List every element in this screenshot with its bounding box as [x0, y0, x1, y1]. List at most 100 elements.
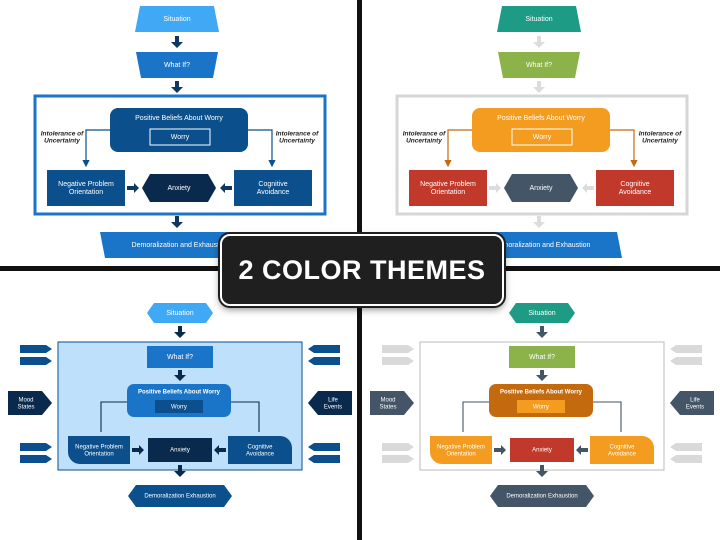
positive-beliefs-box: [472, 108, 610, 152]
input-arrow-icon: [382, 345, 414, 353]
right-arrow-icon: [132, 445, 144, 455]
input-arrow-icon: [382, 357, 414, 365]
connector: [610, 129, 638, 168]
input-arrow-icon: [20, 455, 52, 463]
connector: [82, 129, 110, 168]
connector: [100, 401, 127, 432]
left-arrow-icon: [214, 445, 226, 455]
down-arrow-icon: [536, 465, 548, 477]
what-if-label: What If?: [167, 354, 193, 361]
anxiety-box: [148, 438, 212, 462]
input-arrow-icon: [308, 443, 340, 451]
cognitive-avoidance-box: [590, 436, 654, 464]
worry-box: [517, 400, 565, 413]
down-arrow-icon: [174, 326, 186, 338]
negative-problem-box: [430, 436, 492, 464]
quadrant-bottom-right: Situation What If? Positive Beliefs Abou…: [370, 303, 714, 507]
anxiety-box: [504, 174, 578, 202]
connector: [462, 401, 489, 432]
input-arrow-icon: [670, 443, 702, 451]
demoralization-box: [128, 485, 232, 507]
down-arrow-icon: [174, 370, 186, 381]
down-arrow-icon: [533, 36, 545, 48]
color-themes-banner: 2 COLOR THEMES: [220, 234, 504, 306]
worry-label: Worry: [533, 405, 549, 411]
input-arrow-icon: [308, 345, 340, 353]
quadrant-top-right: Situation What If? Positive Beliefs Abou…: [395, 6, 689, 258]
right-arrow-icon: [494, 445, 506, 455]
positive-beliefs-label: Positive Beliefs About Worry: [497, 115, 585, 122]
situation-box: [509, 303, 575, 323]
worry-box: [155, 400, 203, 413]
input-arrow-icon: [670, 357, 702, 365]
connector: [231, 401, 260, 432]
down-arrow-icon: [171, 81, 183, 93]
negative-problem-box: [409, 170, 487, 206]
situation-box: [135, 6, 219, 32]
input-arrow-icon: [382, 455, 414, 463]
right-arrow-icon: [489, 183, 501, 193]
what-if-label: What If?: [526, 62, 552, 69]
input-arrow-icon: [308, 455, 340, 463]
cognitive-avoidance-box: [228, 436, 292, 464]
down-arrow-icon: [171, 216, 183, 228]
demoralization-label: Demoralization and Exhaustion: [494, 242, 591, 249]
what-if-box: [136, 52, 218, 78]
quadrant-bottom-left: Situation What If? Positive Beliefs Abou…: [8, 303, 352, 507]
anxiety-label: Anxiety: [532, 448, 552, 454]
anxiety-label: Anxiety: [168, 185, 191, 192]
left-arrow-icon: [582, 183, 594, 193]
negative-problem-box: [68, 436, 130, 464]
anxiety-box: [142, 174, 216, 202]
worry-label: Worry: [171, 405, 187, 411]
what-if-box: [147, 346, 213, 368]
down-arrow-icon: [536, 370, 548, 381]
down-arrow-icon: [174, 465, 186, 477]
what-if-box: [509, 346, 575, 368]
positive-beliefs-label: Positive Beliefs About Worry: [138, 390, 221, 396]
connector: [248, 129, 276, 168]
cognitive-avoidance-box: [596, 170, 674, 206]
input-arrow-icon: [382, 443, 414, 451]
situation-label: Situation: [528, 310, 555, 317]
connector: [593, 401, 622, 432]
situation-label: Situation: [163, 16, 190, 23]
demoralization-label: Demoralization and Exhaustion: [132, 242, 229, 249]
down-arrow-icon: [536, 326, 548, 338]
what-if-box: [498, 52, 580, 78]
input-arrow-icon: [670, 455, 702, 463]
life-events-box: [308, 391, 352, 415]
quadrant-top-left: Situation What If? Positive Beliefs Abou…: [33, 6, 327, 258]
what-if-label: What If?: [529, 354, 555, 361]
positive-beliefs-box: [110, 108, 248, 152]
down-arrow-icon: [533, 216, 545, 228]
demoralization-label: Demoralization Exhaustion: [506, 494, 577, 500]
anxiety-label: Anxiety: [170, 448, 190, 454]
what-if-label: What If?: [164, 62, 190, 69]
left-arrow-icon: [220, 183, 232, 193]
input-arrow-icon: [308, 357, 340, 365]
input-arrow-icon: [20, 357, 52, 365]
mood-states-box: [370, 391, 414, 415]
demoralization-box: [490, 485, 594, 507]
worry-label: Worry: [171, 134, 190, 141]
cognitive-avoidance-box: [234, 170, 312, 206]
worry-box: [511, 128, 573, 146]
situation-label: Situation: [166, 310, 193, 317]
down-arrow-icon: [533, 81, 545, 93]
demoralization-label: Demoralization Exhaustion: [144, 494, 215, 500]
worry-box: [149, 128, 211, 146]
input-arrow-icon: [20, 345, 52, 353]
